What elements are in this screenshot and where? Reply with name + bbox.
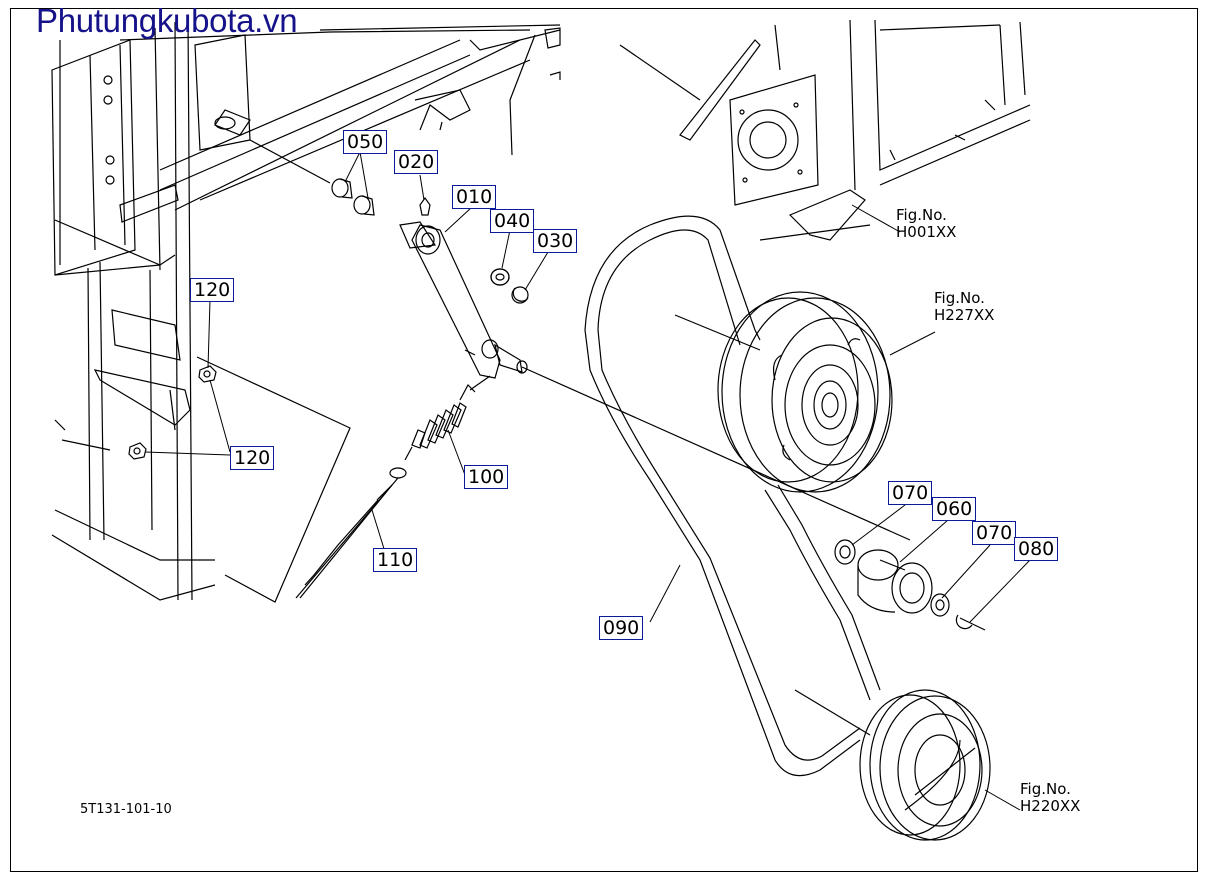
- fig-ref-label: Fig.No.: [1020, 780, 1071, 798]
- nuts: [129, 366, 216, 459]
- callout-110[interactable]: 110: [373, 548, 418, 572]
- callout-050[interactable]: 050: [343, 130, 388, 154]
- washers: [491, 269, 528, 301]
- watermark-text: Phutungkubota.vn: [36, 2, 298, 39]
- lower-pulley: [795, 690, 990, 840]
- idler-pulley-parts: [835, 540, 985, 630]
- callout-060[interactable]: 060: [932, 497, 977, 521]
- leader-lines: [145, 152, 1030, 810]
- left-frame: [52, 20, 530, 600]
- fig-ref-label: Fig.No.: [934, 289, 985, 307]
- fig-ref-h220xx[interactable]: Fig.No. H220XX: [1020, 781, 1080, 815]
- callout-080[interactable]: 080: [1014, 537, 1059, 561]
- upper-rails: [320, 20, 1030, 240]
- tension-arm-assembly: [250, 140, 910, 540]
- fig-ref-number: H220XX: [1020, 797, 1081, 815]
- callout-120-lower[interactable]: 120: [230, 446, 275, 470]
- upper-pulley: [675, 292, 892, 492]
- spring-and-rod: [296, 385, 475, 598]
- fig-ref-label: Fig.No.: [896, 206, 947, 224]
- callout-070-right[interactable]: 070: [972, 521, 1017, 545]
- hidden-panel-outline: [197, 357, 350, 602]
- fig-ref-number: H227XX: [934, 306, 995, 324]
- callout-020[interactable]: 020: [394, 150, 439, 174]
- fig-ref-h001xx[interactable]: Fig.No. H001XX: [896, 207, 956, 241]
- v-belt: [585, 216, 880, 776]
- callout-070-left[interactable]: 070: [888, 481, 933, 505]
- callout-010[interactable]: 010: [452, 185, 497, 209]
- callout-120-upper[interactable]: 120: [190, 278, 235, 302]
- drawing-frame: [10, 8, 1198, 872]
- callout-100[interactable]: 100: [464, 465, 509, 489]
- callout-040[interactable]: 040: [490, 209, 535, 233]
- fig-ref-number: H001XX: [896, 223, 957, 241]
- fig-ref-h227xx[interactable]: Fig.No. H227XX: [934, 290, 994, 324]
- drawing-number: 5T131-101-10: [80, 802, 172, 817]
- callout-030[interactable]: 030: [533, 229, 578, 253]
- callout-090[interactable]: 090: [599, 616, 644, 640]
